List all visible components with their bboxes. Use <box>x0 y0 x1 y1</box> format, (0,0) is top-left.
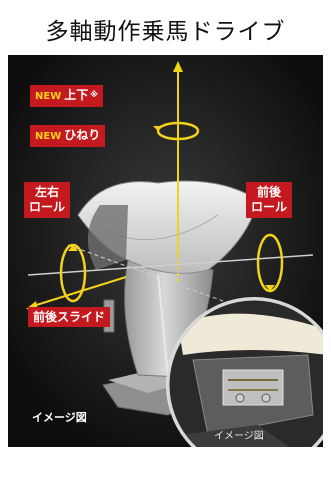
caption-inset: イメージ図 <box>214 427 264 442</box>
label-roll-left-line2: ロール <box>29 200 65 215</box>
product-illustration-panel: NEW上下※ NEWひねり 左右 ロール 前後 ロール 前後スライド イメージ図… <box>8 55 323 447</box>
label-twist: NEWひねり <box>30 125 105 147</box>
label-roll-left: 左右 ロール <box>24 182 70 218</box>
machine-illustration <box>8 55 323 447</box>
new-badge: NEW <box>35 131 61 142</box>
label-twist-text: ひねり <box>64 128 100 142</box>
label-roll-front-line2: ロール <box>251 200 287 215</box>
page-title: 多軸動作乗馬ドライブ <box>0 14 331 50</box>
label-roll-left-line1: 左右 <box>29 185 65 200</box>
label-roll-front: 前後 ロール <box>246 182 292 218</box>
caption-main: イメージ図 <box>32 409 87 425</box>
label-updown-mark: ※ <box>90 90 98 99</box>
label-updown: NEW上下※ <box>30 85 103 107</box>
label-roll-front-line1: 前後 <box>251 185 287 200</box>
label-updown-text: 上下 <box>64 88 88 102</box>
label-slide: 前後スライド <box>28 307 110 327</box>
new-badge: NEW <box>35 91 61 102</box>
